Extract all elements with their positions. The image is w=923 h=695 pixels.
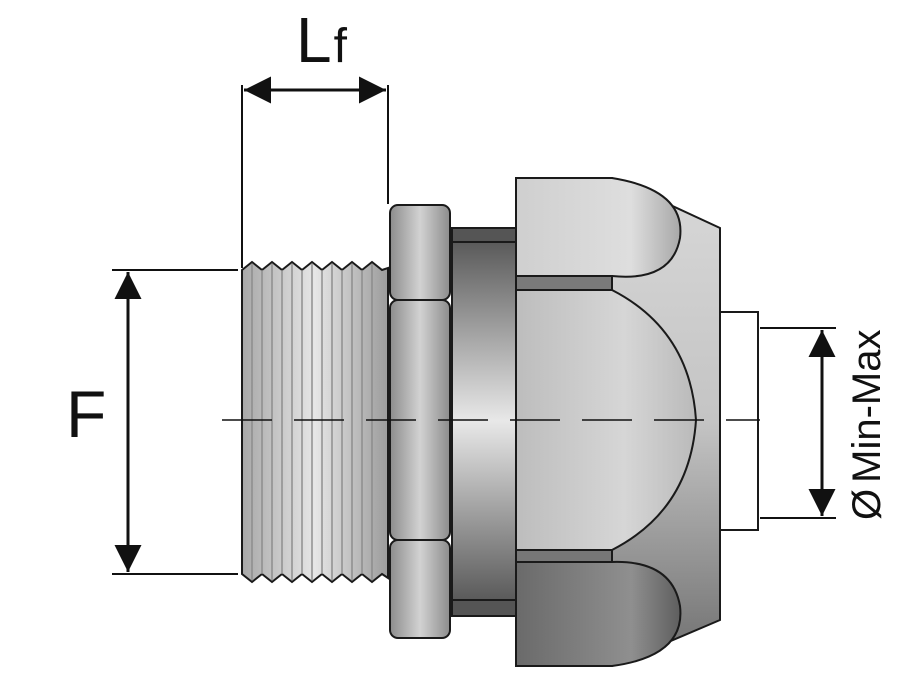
cable-stub [719,311,759,531]
hex-nut [389,204,451,639]
neck [451,227,519,617]
svg-text:ØMin-Max: ØMin-Max [845,330,889,520]
sealing-cap [515,177,721,667]
upper-claw [515,177,682,278]
dimension-min-max-label: ØMin-Max [845,330,889,520]
dimension-lf [241,76,389,268]
dimension-f [112,269,238,575]
lower-claw [515,560,682,667]
threaded-entry [241,260,389,584]
thread-lines [251,264,373,580]
hex-flat-bottom [389,539,451,639]
dimension-lf-label: Lf [296,4,348,76]
hex-flat-top [389,204,451,301]
dimension-min-max [760,327,836,519]
thread-body [241,260,389,584]
dimension-f-label: F [66,377,106,451]
